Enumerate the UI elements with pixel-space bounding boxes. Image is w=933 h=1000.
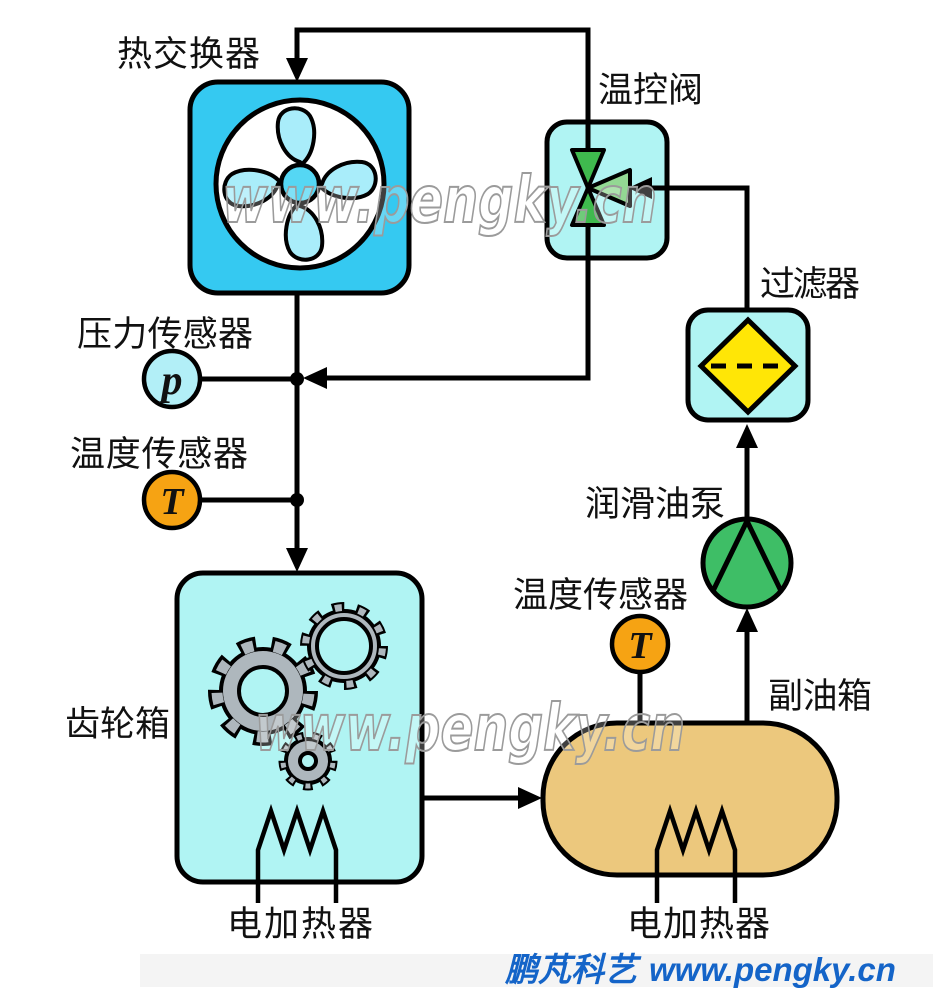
gear-large <box>208 636 318 746</box>
footer-brand: 鹏芃科艺 <box>504 951 642 988</box>
gear-small <box>278 731 338 791</box>
arrow-into-pump-icon <box>736 608 758 632</box>
pump-triangle-icon <box>710 515 784 593</box>
thermo-valve-icon <box>570 148 632 227</box>
label-pressure-sensor: 压力传感器 <box>77 315 253 354</box>
arrow-into-gearbox-icon <box>286 548 308 572</box>
fan-icon <box>213 97 387 271</box>
arrowheads <box>286 58 758 809</box>
pump-circle-icon <box>700 516 794 610</box>
footer-url: www.pengky.cn <box>649 951 896 988</box>
tank-temp-sensor-circle <box>609 613 671 675</box>
watermark-text: www.pengky.cn <box>255 692 685 766</box>
label-gearbox-heater: 电加热器 <box>227 905 373 944</box>
temp-sensor-tank: T <box>609 613 671 675</box>
label-thermo-valve: 温控阀 <box>598 71 703 110</box>
junction-dot <box>290 372 304 386</box>
pressure-sensor-circle <box>141 348 203 410</box>
temp-sensor-symbol: T <box>160 481 185 523</box>
arrow-into-hx-icon <box>286 58 308 82</box>
temp-sensor-circle <box>141 469 203 531</box>
pressure-sensor: p <box>141 348 203 410</box>
footer-band <box>140 954 933 987</box>
filter-icon <box>697 316 799 416</box>
gears-icon <box>208 602 388 791</box>
label-tank-temp-sensor: 温度传感器 <box>513 576 688 615</box>
fan-blades <box>222 106 378 262</box>
aux-oil-tank <box>540 720 840 878</box>
temp-sensor-main: T <box>141 469 203 531</box>
label-lube-pump: 润滑油泵 <box>585 485 725 524</box>
arrow-into-tank-icon <box>518 787 542 809</box>
gearbox-heater-icon <box>255 803 339 903</box>
fan-hub <box>278 162 322 206</box>
label-tank-heater: 电加热器 <box>627 905 770 944</box>
watermark-text: www.pengky.cn <box>222 164 657 238</box>
label-filter: 过滤器 <box>760 265 860 304</box>
label-temp-sensor: 温度传感器 <box>70 435 248 474</box>
tank-temp-sensor-symbol: T <box>628 625 653 667</box>
label-gearbox: 齿轮箱 <box>65 705 170 744</box>
arrow-into-valve-icon <box>628 177 652 199</box>
junction-dot <box>290 493 304 507</box>
pressure-sensor-symbol: p <box>159 358 183 404</box>
label-heat-exchanger: 热交换器 <box>117 35 260 74</box>
tank-heater-icon <box>654 803 738 903</box>
arrow-into-filter-icon <box>736 424 758 448</box>
pipe-filter-to-valve <box>650 185 750 312</box>
label-aux-tank: 副油箱 <box>768 677 872 716</box>
gear-medium <box>300 602 388 690</box>
pipes <box>199 27 750 801</box>
pipe-valve-loop <box>294 27 591 381</box>
arrow-valve-return-icon <box>303 367 327 389</box>
